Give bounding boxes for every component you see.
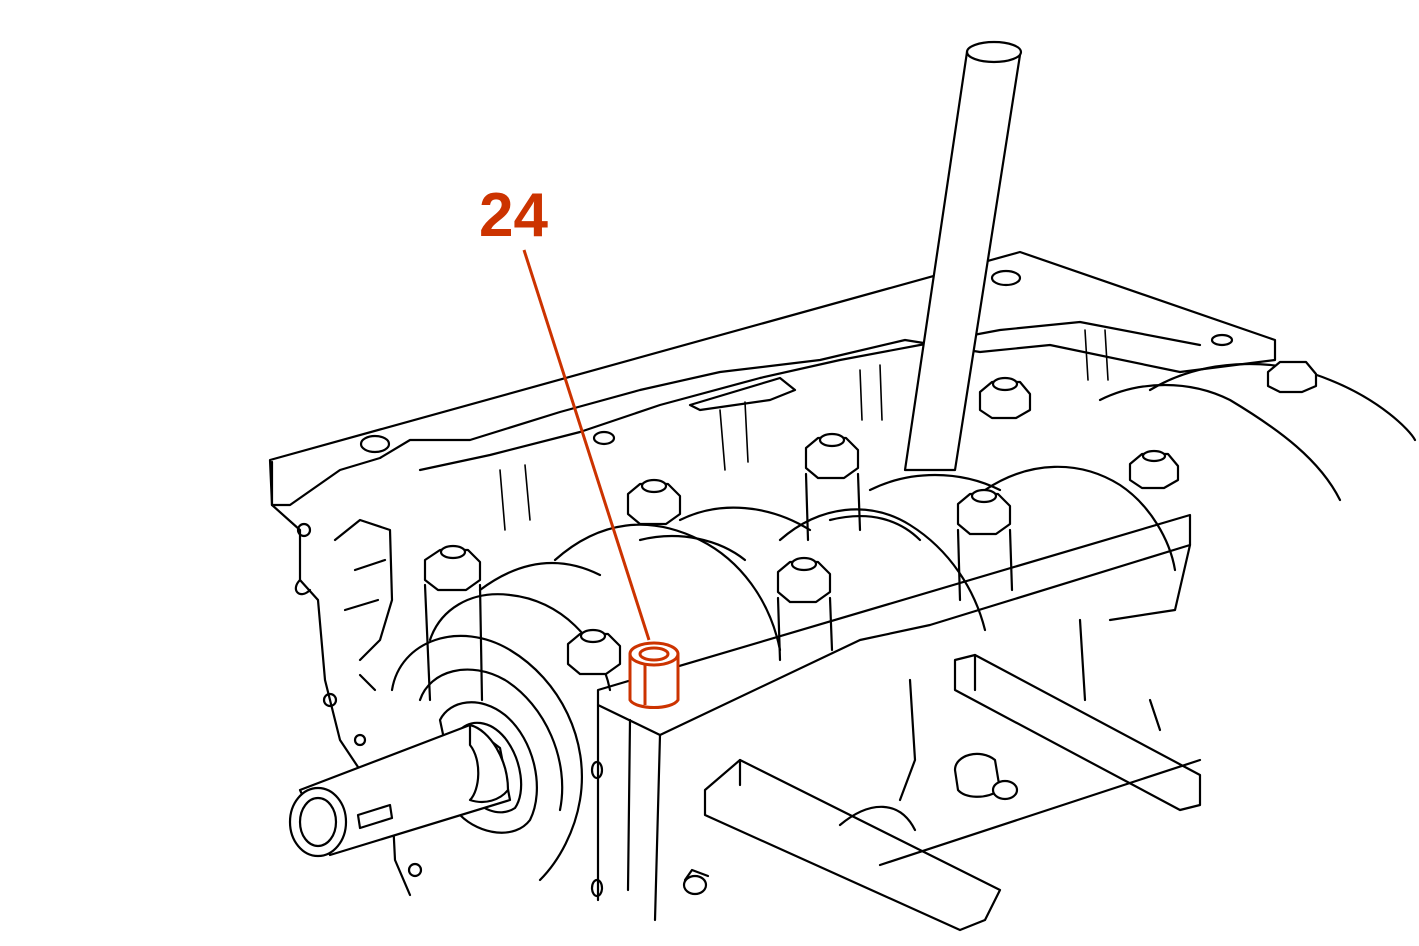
- callout-label: 24: [479, 181, 548, 250]
- main-bearing-bolt-4: [776, 556, 832, 604]
- alignment-rod-icon: [903, 40, 1023, 472]
- callout-leader-line: [522, 249, 651, 641]
- dowel-sleeve-icon: [628, 641, 680, 709]
- callout-24: 24: [479, 181, 651, 641]
- main-bearing-bolt-6: [956, 488, 1012, 536]
- main-bearing-bolt-7: [978, 376, 1032, 420]
- main-bearing-bolt-8: [1128, 449, 1180, 490]
- main-bearing-bolt-2: [566, 628, 622, 676]
- main-bearing-bolt-9: [1266, 360, 1318, 394]
- main-bearing-bolt-5: [804, 432, 860, 480]
- main-bearing-bolt-3: [626, 478, 682, 526]
- crankshaft-snout: [288, 723, 512, 858]
- engine-block-crankshaft-icon: [268, 250, 1417, 932]
- main-bearing-bolt-1: [423, 544, 482, 592]
